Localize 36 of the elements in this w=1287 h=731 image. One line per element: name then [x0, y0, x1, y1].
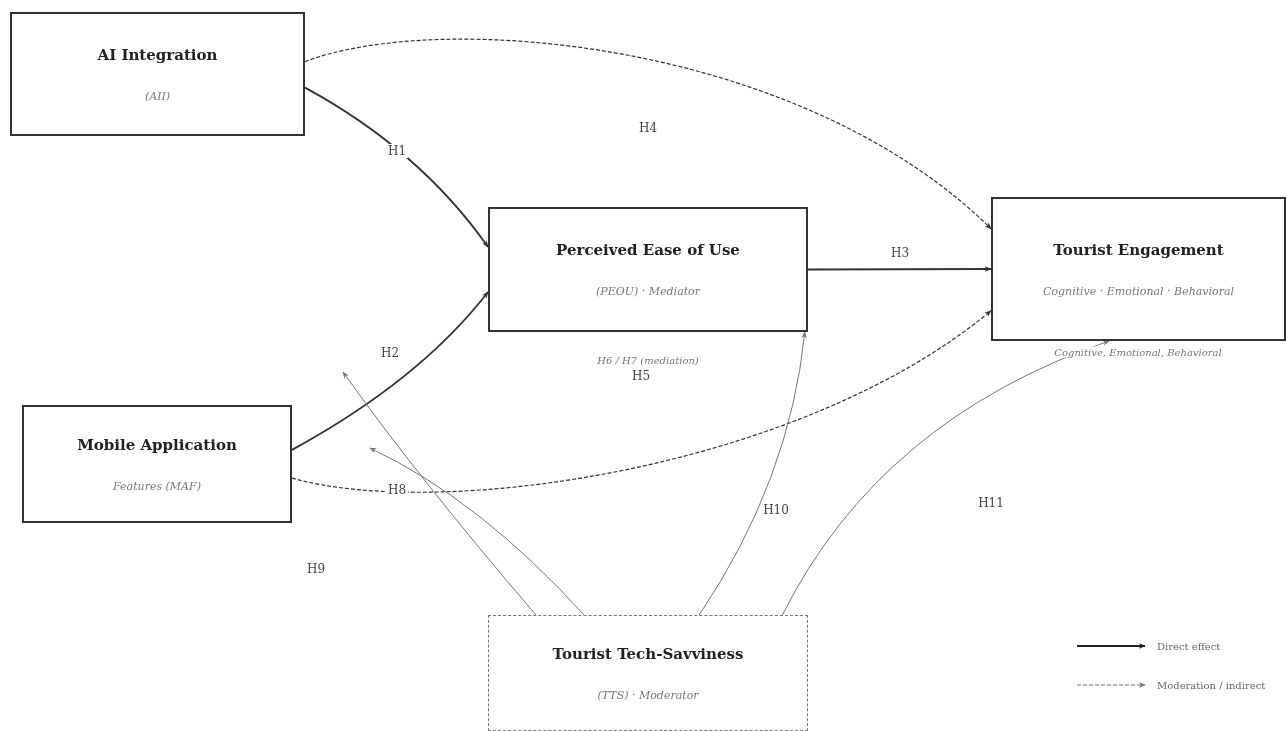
arrow: [781, 340, 1110, 616]
construct-subtitle: (AII): [144, 89, 171, 103]
edge-label: H1: [385, 144, 409, 158]
construct-subtitle: Features (MAF): [113, 479, 201, 493]
construct-box: [22, 405, 292, 523]
construct-subtitle: (TTS) · Moderator: [597, 688, 699, 702]
construct-subtitle: Cognitive · Emotional · Behavioral: [1042, 284, 1235, 298]
hypothesis-label: H11: [976, 496, 1006, 510]
hypothesis-label: H4: [636, 121, 660, 135]
edge-label: H3: [888, 246, 912, 260]
construct-box: [10, 12, 305, 136]
edge-label: H10: [761, 503, 791, 517]
construct-box: [991, 197, 1286, 341]
hypothesis-label: H5: [629, 369, 653, 383]
dashed-arrow: [291, 310, 992, 493]
legend-text: Direct effect: [1157, 640, 1221, 652]
construct-title: Mobile Application: [77, 435, 237, 454]
construct-title: Tourist Tech-Savviness: [552, 644, 744, 663]
arrow: [698, 331, 807, 616]
dashed-arrow: [304, 38, 992, 230]
arrow: [342, 371, 537, 616]
hypothesis-label: H8: [385, 483, 409, 497]
moderator-box: [488, 615, 808, 731]
note-text: Cognitive, Emotional, Behavioral: [1052, 346, 1224, 358]
arrow: [304, 86, 489, 248]
construct-box: [488, 207, 808, 332]
construct-title: Tourist Engagement: [1053, 240, 1224, 259]
arrow: [807, 266, 992, 272]
legend-text: Moderation / indirect: [1157, 679, 1266, 691]
hypothesis-label: H9: [304, 562, 328, 576]
arrow: [369, 447, 585, 616]
construct-title: AI Integration: [97, 45, 218, 64]
note-text: H6 / H7 (mediation): [595, 354, 701, 366]
arrow: [291, 291, 489, 451]
construct-subtitle: (PEOU) · Mediator: [596, 285, 700, 298]
construct-title: Perceived Ease of Use: [556, 241, 740, 259]
